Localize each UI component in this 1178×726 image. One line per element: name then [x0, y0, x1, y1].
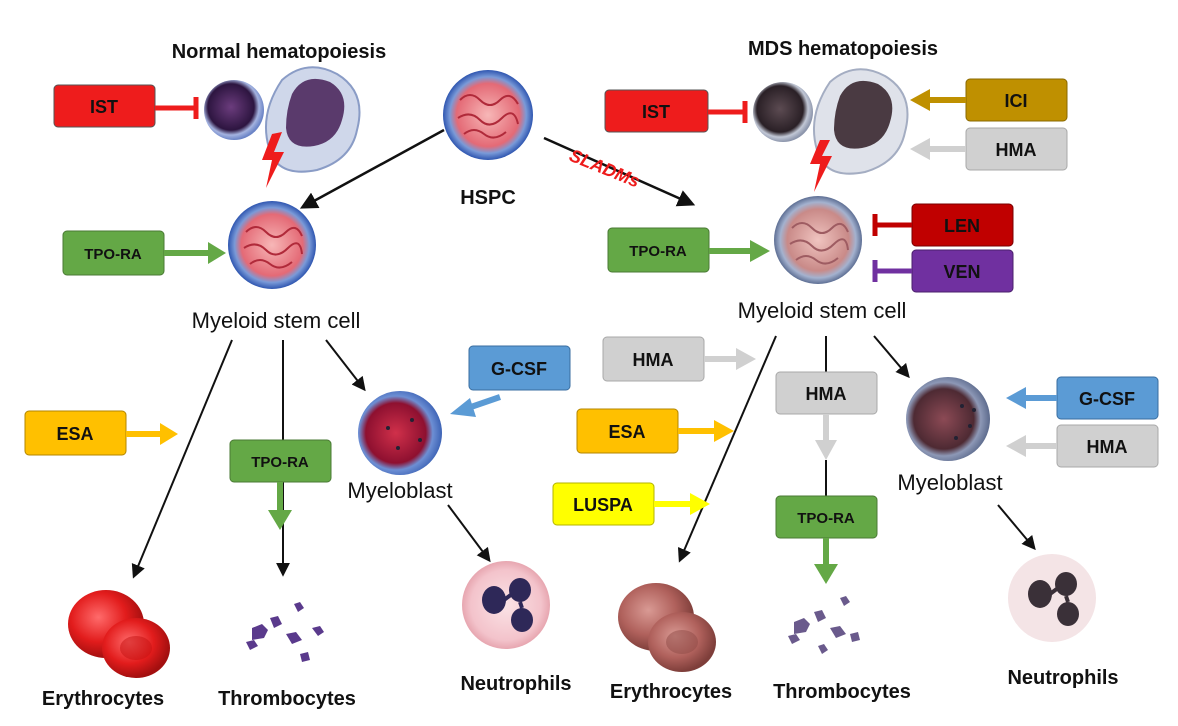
svg-text:HMA: HMA	[1087, 437, 1128, 457]
svg-text:IST: IST	[90, 97, 118, 117]
mds-hma-mid-box: HMA	[775, 371, 878, 415]
normal-lymphocyte-cell	[204, 80, 264, 140]
mds-thrombocytes-cells	[788, 596, 860, 654]
normal-tpo-ra-thrombo-box: TPO-RA	[229, 439, 332, 483]
svg-text:HMA: HMA	[806, 384, 847, 404]
mds-hma-right-box: HMA	[1056, 424, 1159, 468]
normal-myeloid-stem-cell	[228, 201, 316, 289]
mds-tpo-ra-thrombo-box: TPO-RA	[775, 495, 878, 539]
svg-text:TPO-RA: TPO-RA	[797, 510, 855, 527]
arrow-mds-to-myeloblast	[873, 335, 910, 379]
svg-text:G-CSF: G-CSF	[491, 359, 547, 379]
mds-tpo-ra-thrombo-arrow	[814, 564, 838, 584]
arrow-mds-to-erythrocytes	[677, 335, 777, 563]
arrow-hspc-to-normal-stem	[299, 128, 445, 209]
svg-text:IST: IST	[642, 102, 670, 122]
normal-thrombocytes-label: Thrombocytes	[218, 688, 356, 710]
mds-tpo-ra-stem-arrow	[750, 240, 770, 262]
normal-hematopoiesis-title: Normal hematopoiesis	[172, 41, 387, 63]
mds-ici-box: ICI	[965, 78, 1068, 122]
svg-text:HMA: HMA	[633, 350, 674, 370]
mds-esa-box: ESA	[576, 408, 679, 454]
normal-ist-box: IST	[53, 84, 156, 128]
svg-text:VEN: VEN	[943, 262, 980, 282]
mds-lymphocyte-cell	[753, 82, 813, 142]
mds-hma-left-box: HMA	[602, 336, 705, 382]
normal-myeloblast-label: Myeloblast	[347, 478, 452, 503]
mds-myeloid-stem-cell	[774, 196, 862, 284]
mds-thrombocytes-label: Thrombocytes	[773, 681, 911, 703]
mds-erythrocytes-label: Erythrocytes	[610, 681, 732, 703]
mds-esa-arrow	[714, 420, 734, 442]
mds-myeloblast-label: Myeloblast	[897, 470, 1002, 495]
svg-text:TPO-RA: TPO-RA	[629, 243, 687, 260]
normal-g-csf-box: G-CSF	[468, 345, 571, 391]
svg-text:ESA: ESA	[608, 422, 645, 442]
svg-text:ESA: ESA	[56, 424, 93, 444]
mds-hma-mid-arrow	[815, 440, 837, 460]
arrow-normal-myeloblast-to-neutrophils	[447, 504, 491, 563]
arrow-normal-to-erythrocytes	[131, 339, 233, 579]
normal-tpo-ra-stem-box: TPO-RA	[62, 230, 165, 276]
svg-text:G-CSF: G-CSF	[1079, 389, 1135, 409]
mds-hma-top-arrow	[910, 138, 930, 160]
normal-myeloblast-cell	[358, 391, 442, 475]
mds-g-csf-arrow	[1006, 387, 1026, 409]
normal-neutrophils-label: Neutrophils	[460, 673, 571, 695]
normal-lightning-icon	[262, 132, 284, 188]
normal-tpo-ra-stem-arrow	[208, 242, 226, 264]
mds-hma-right-arrow	[1006, 435, 1026, 457]
mds-tpo-ra-stem-box: TPO-RA	[607, 227, 710, 273]
hspc-label: HSPC	[460, 187, 516, 209]
mds-neutrophils-label: Neutrophils	[1007, 667, 1118, 689]
svg-text:LEN: LEN	[944, 216, 980, 236]
normal-esa-arrow	[160, 423, 178, 445]
normal-erythrocytes-label: Erythrocytes	[42, 688, 164, 710]
mds-hma-left-arrow	[736, 348, 756, 370]
arrow-mds-myeloblast-to-neutrophils	[997, 504, 1036, 551]
normal-myeloid-stem-cell-label: Myeloid stem cell	[192, 308, 361, 333]
mds-ici-arrow	[910, 89, 930, 111]
mds-luspa-box: LUSPA	[552, 482, 655, 526]
svg-text:HMA: HMA	[996, 140, 1037, 160]
svg-text:ICI: ICI	[1004, 91, 1027, 111]
svg-text:LUSPA: LUSPA	[573, 495, 633, 515]
mds-ist-box: IST	[604, 89, 709, 133]
mds-hma-top-box: HMA	[965, 127, 1068, 171]
hspc-cell	[443, 70, 533, 160]
arrow-hspc-to-mds-stem	[543, 136, 696, 207]
svg-text:TPO-RA: TPO-RA	[84, 246, 142, 263]
mds-g-csf-box: G-CSF	[1056, 376, 1159, 420]
mds-neutrophils-cell	[1008, 554, 1096, 642]
svg-text:TPO-RA: TPO-RA	[251, 454, 309, 471]
mds-luspa-arrow	[690, 493, 710, 515]
normal-thrombocytes-cells	[246, 602, 324, 662]
mds-erythrocytes-cells	[618, 583, 716, 672]
mds-myeloid-stem-cell-label: Myeloid stem cell	[738, 298, 907, 323]
normal-t-cell	[265, 66, 361, 173]
normal-neutrophils-cell	[462, 561, 550, 649]
normal-erythrocytes-cells	[68, 590, 170, 678]
sladms-label: SLADMs	[567, 145, 643, 191]
normal-tpo-ra-thrombo-arrow	[268, 510, 292, 530]
mds-myeloblast-cell	[906, 377, 990, 461]
mds-hematopoiesis-title: MDS hematopoiesis	[748, 38, 938, 60]
mds-ven-box: VEN	[911, 249, 1014, 293]
mds-len-box: LEN	[911, 203, 1014, 247]
arrow-normal-to-myeloblast	[325, 339, 366, 392]
normal-esa-box: ESA	[24, 410, 127, 456]
normal-g-csf-arrow	[450, 398, 476, 417]
mds-t-cell	[813, 68, 909, 175]
mds-lightning-icon	[810, 140, 832, 192]
